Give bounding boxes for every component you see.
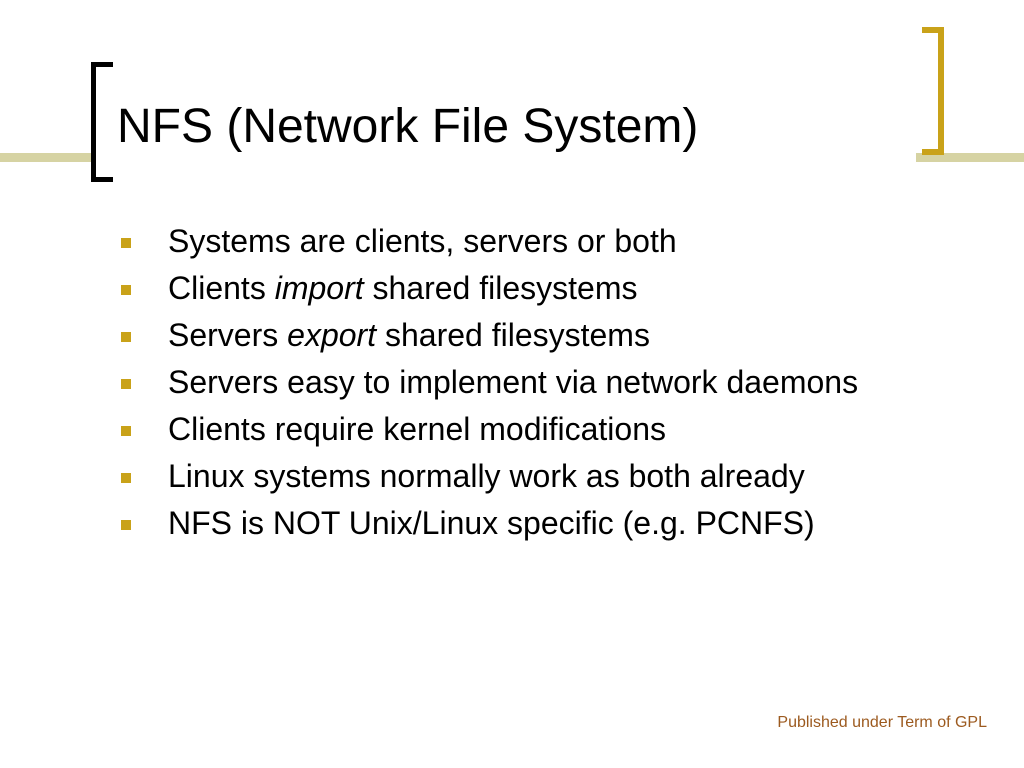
square-bullet-icon	[121, 520, 131, 530]
bullet-list: Systems are clients, servers or both Cli…	[118, 222, 878, 551]
square-bullet-icon	[121, 238, 131, 248]
slide-title: NFS (Network File System)	[117, 100, 699, 153]
bullet-text: Servers easy to implement via network da…	[168, 364, 859, 400]
bullet-text: NFS is NOT Unix/Linux specific (e.g. PCN…	[168, 505, 815, 541]
bullet-item: Linux systems normally work as both alre…	[118, 457, 878, 495]
title-band-gap	[96, 150, 916, 165]
footer-note: Published under Term of GPL	[777, 714, 987, 731]
bullet-text: Clients import shared filesystems	[168, 270, 638, 306]
right-bracket-icon	[922, 27, 944, 155]
bullet-text: Systems are clients, servers or both	[168, 223, 677, 259]
square-bullet-icon	[121, 285, 131, 295]
bullet-item: Clients import shared filesystems	[118, 269, 878, 307]
bullet-text: Servers export shared filesystems	[168, 317, 650, 353]
square-bullet-icon	[121, 473, 131, 483]
square-bullet-icon	[121, 332, 131, 342]
bullet-item: Servers export shared filesystems	[118, 316, 878, 354]
bullet-item: Servers easy to implement via network da…	[118, 363, 878, 401]
square-bullet-icon	[121, 426, 131, 436]
bullet-text: Clients require kernel modifications	[168, 411, 666, 447]
left-bracket-icon	[91, 62, 113, 182]
bullet-item: Clients require kernel modifications	[118, 410, 878, 448]
square-bullet-icon	[121, 379, 131, 389]
bullet-text: Linux systems normally work as both alre…	[168, 458, 805, 494]
bullet-item: Systems are clients, servers or both	[118, 222, 878, 260]
bullet-item: NFS is NOT Unix/Linux specific (e.g. PCN…	[118, 504, 878, 542]
